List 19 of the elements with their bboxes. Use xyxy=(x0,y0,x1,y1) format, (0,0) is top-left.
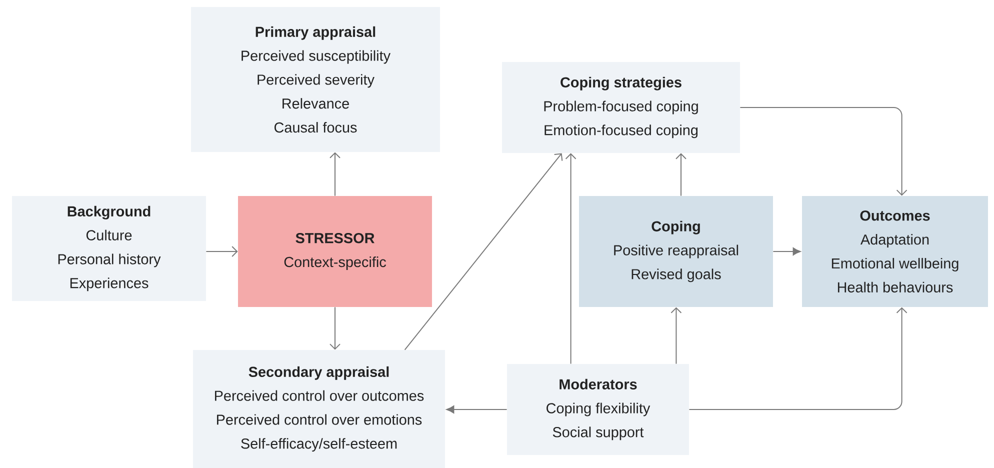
process-box: Moderators Coping flexibility Social support xyxy=(507,364,689,455)
arrow xyxy=(565,153,576,364)
arrow xyxy=(446,406,508,414)
arrow xyxy=(404,153,563,350)
appraisal-box: Primary appraisal Perceived susceptibility Perceived severity Relevance Causal focus xyxy=(191,7,440,152)
arrow xyxy=(772,248,801,256)
arrow xyxy=(330,306,340,350)
process-box: Coping strategies Problem-focused coping Emotion-focused coping xyxy=(502,62,740,153)
arrow xyxy=(688,307,908,410)
process-box: Background Culture Personal history Experiences xyxy=(12,196,206,301)
arrow xyxy=(670,307,682,364)
appraisal-box: Secondary appraisal Perceived control over outcomes Perceived control over emotions Self-efficacy/self-esteem xyxy=(193,350,445,468)
arrow xyxy=(676,153,686,196)
process-box: Coping Positive reappraisal Revised goals xyxy=(579,196,773,307)
arrow xyxy=(740,106,908,196)
stressor-box: STRESSOR Context-specific xyxy=(238,196,432,307)
arrow xyxy=(330,152,340,196)
arrow xyxy=(206,246,238,257)
outcome-box: Outcomes Adaptation Emotional wellbeing Health behaviours xyxy=(802,196,988,307)
